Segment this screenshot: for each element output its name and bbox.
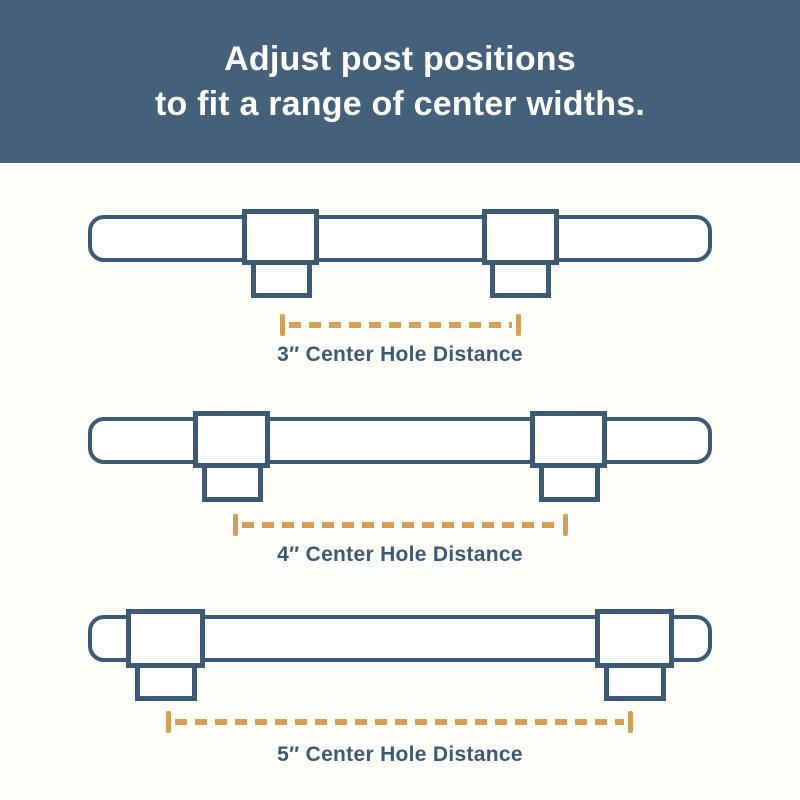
dimension-dashes	[289, 322, 512, 328]
screw-post-right	[490, 260, 551, 298]
dimension-line	[233, 514, 568, 536]
dimension-tick-left	[233, 514, 238, 536]
dimension-label: 3″ Center Hole Distance	[277, 343, 523, 366]
post-left	[242, 209, 319, 265]
dimension-tick-left	[280, 314, 285, 336]
page-title-line-1: Adjust post positions	[224, 40, 576, 79]
dimension-line	[166, 711, 633, 733]
post-right	[530, 411, 607, 468]
header-banner: Adjust post positions to fit a range of …	[0, 0, 800, 163]
dimension-label: 4″ Center Hole Distance	[277, 543, 523, 566]
post-left	[193, 411, 270, 468]
page-title-line-2: to fit a range of center widths.	[154, 84, 645, 123]
screw-post-left	[202, 463, 263, 502]
dimension-label: 5″ Center Hole Distance	[277, 743, 523, 766]
post-right	[595, 609, 674, 668]
dimension-dashes	[175, 719, 624, 725]
dimension-tick-right	[563, 514, 568, 536]
dimension-tick-right	[628, 711, 633, 733]
screw-post-left	[135, 663, 197, 701]
post-left	[126, 609, 205, 668]
handle-bar	[88, 215, 712, 262]
post-right	[482, 209, 559, 265]
screw-post-left	[251, 260, 312, 298]
dimension-tick-right	[516, 314, 521, 336]
handle-bar	[88, 417, 712, 464]
dimension-line	[280, 314, 521, 336]
dimension-tick-left	[166, 711, 171, 733]
screw-post-right	[604, 663, 666, 701]
dimension-dashes	[242, 522, 559, 528]
screw-post-right	[539, 463, 600, 502]
